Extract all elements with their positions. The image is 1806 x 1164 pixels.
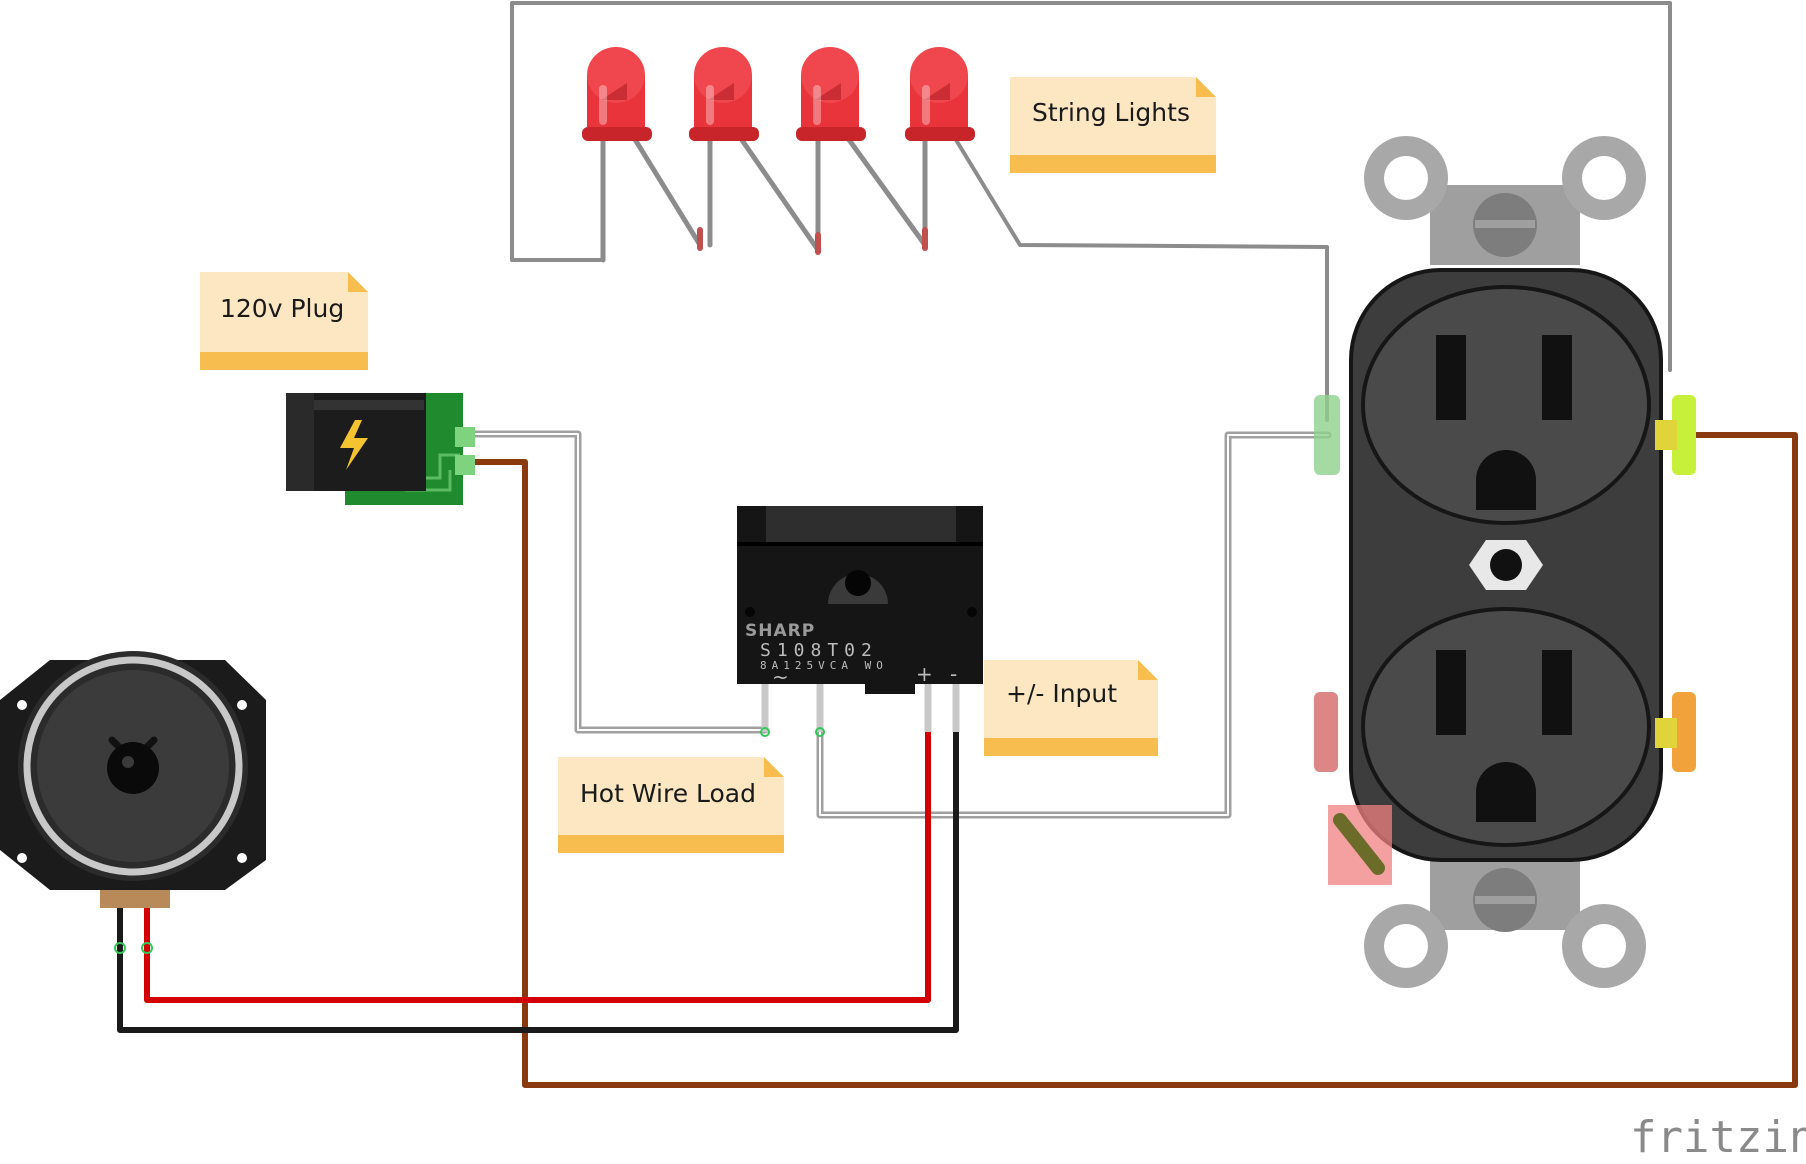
duplex-outlet bbox=[1314, 136, 1696, 988]
wire-plug-to-relay bbox=[466, 430, 769, 734]
led-1 bbox=[582, 47, 652, 141]
outlet-top-strap bbox=[1364, 136, 1646, 265]
wire-led3-to-led4 bbox=[839, 127, 928, 248]
outlet-bottom-ground-hole bbox=[1476, 762, 1536, 822]
wire-relay-to-outlet-highlight bbox=[819, 434, 1329, 816]
speaker-dust-cap bbox=[107, 742, 159, 794]
plug-jack bbox=[286, 393, 475, 505]
relay-pin-ac: ~ bbox=[772, 665, 789, 689]
led-2 bbox=[689, 47, 759, 141]
wire-brown-neutral bbox=[467, 432, 1798, 1088]
outlet-receptacle-bottom bbox=[1361, 607, 1651, 847]
relay-model: S108T02 bbox=[760, 640, 878, 661]
outlet-receptacle-top bbox=[1361, 285, 1651, 525]
wire-black bbox=[117, 727, 959, 1033]
relay-pin-plus: + bbox=[916, 662, 933, 686]
wire-led4-to-outlet bbox=[948, 128, 1329, 422]
note-120v-plug-text: 120v Plug bbox=[220, 294, 344, 323]
outlet-top-ground-hole bbox=[1476, 450, 1536, 510]
string-lights bbox=[582, 47, 975, 141]
outlet-top-slot-left bbox=[1436, 335, 1466, 420]
outlet-terminal-bottom-right[interactable] bbox=[1672, 692, 1696, 772]
relay-pin-minus: - bbox=[950, 662, 957, 686]
note-120v-plug[interactable]: 120v Plug bbox=[200, 272, 368, 370]
lightning-bolt-icon bbox=[340, 420, 368, 470]
outlet-terminal-top-right[interactable] bbox=[1672, 395, 1696, 475]
wire-red bbox=[144, 727, 931, 1003]
note-hot-wire-load[interactable]: Hot Wire Load bbox=[558, 757, 784, 853]
note-input-text: +/- Input bbox=[1006, 679, 1117, 708]
note-string-lights-text: String Lights bbox=[1032, 98, 1190, 127]
note-string-lights[interactable]: String Lights bbox=[1010, 77, 1216, 173]
wire-led2-to-led3 bbox=[732, 127, 821, 253]
wire-gray-top-loop bbox=[510, 1, 1672, 372]
plug-pin-1[interactable] bbox=[455, 427, 475, 447]
wire-plug-to-relay-highlight bbox=[469, 433, 766, 731]
plug-pin-2[interactable] bbox=[455, 455, 475, 475]
outlet-bottom-slot-right bbox=[1542, 650, 1572, 735]
outlet-terminal-top-left[interactable] bbox=[1314, 395, 1340, 475]
led-4 bbox=[905, 47, 975, 141]
speaker bbox=[0, 651, 266, 954]
outlet-top-slot-right bbox=[1542, 335, 1572, 420]
note-hot-wire-load-text: Hot Wire Load bbox=[580, 779, 756, 808]
wires bbox=[117, 1, 1798, 1088]
relay-brand: SHARP bbox=[745, 621, 815, 641]
fritzing-watermark: fritzing bbox=[1630, 1112, 1806, 1163]
outlet-terminal-bottom-left[interactable] bbox=[1314, 692, 1338, 772]
led-3 bbox=[796, 47, 866, 141]
wire-led1-to-led2 bbox=[625, 125, 703, 248]
note-input[interactable]: +/- Input bbox=[984, 660, 1158, 756]
relay-rating: 8A125VCA WO bbox=[760, 659, 888, 672]
outlet-bottom-strap bbox=[1364, 860, 1646, 988]
relay-s108t02: SHARP S108T02 8A125VCA WO ~ + - bbox=[737, 506, 983, 737]
outlet-bottom-slot-left bbox=[1436, 650, 1466, 735]
